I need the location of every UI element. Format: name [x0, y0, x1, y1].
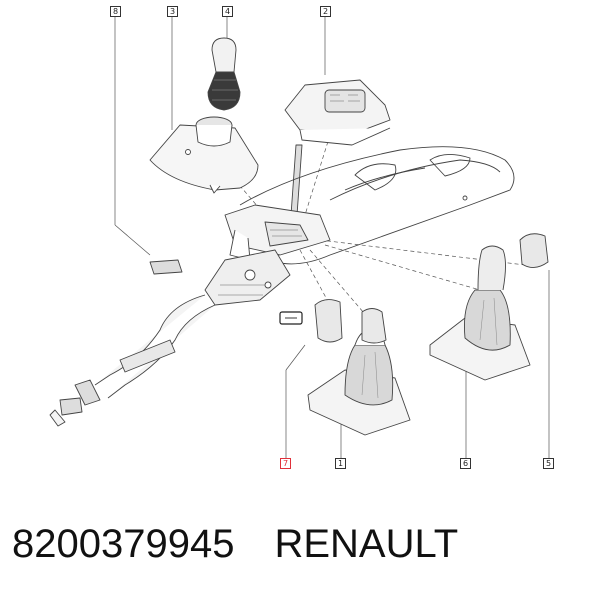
callout-1: 1: [335, 458, 346, 469]
gear-knob-small-middle: [314, 299, 343, 343]
exploded-parts-diagram: [49, 17, 550, 458]
gear-knob-top: [207, 37, 241, 111]
clip-part: [279, 311, 303, 325]
console-trim-panel: [284, 79, 391, 146]
gear-boot-console: [149, 116, 259, 194]
gear-boot-assembly-6: [429, 245, 531, 381]
shifter-mechanism: [204, 204, 331, 306]
callout-6: 6: [460, 458, 471, 469]
part-number: 8200379945: [12, 521, 235, 566]
gear-knob-5: [519, 233, 549, 268]
gear-boot-assembly-1: [307, 308, 411, 436]
part-caption: 8200379945 RENAULT: [12, 514, 458, 574]
callout-7[interactable]: 7: [280, 458, 291, 469]
callout-8: 8: [110, 6, 121, 17]
callout-3: 3: [167, 6, 178, 17]
center-console-body: [239, 146, 515, 265]
callout-4: 4: [222, 6, 233, 17]
callout-5: 5: [543, 458, 554, 469]
gear-cables: [49, 294, 216, 427]
brand-name: RENAULT: [274, 521, 459, 566]
callout-2: 2: [320, 6, 331, 17]
label-plate: [149, 259, 183, 275]
